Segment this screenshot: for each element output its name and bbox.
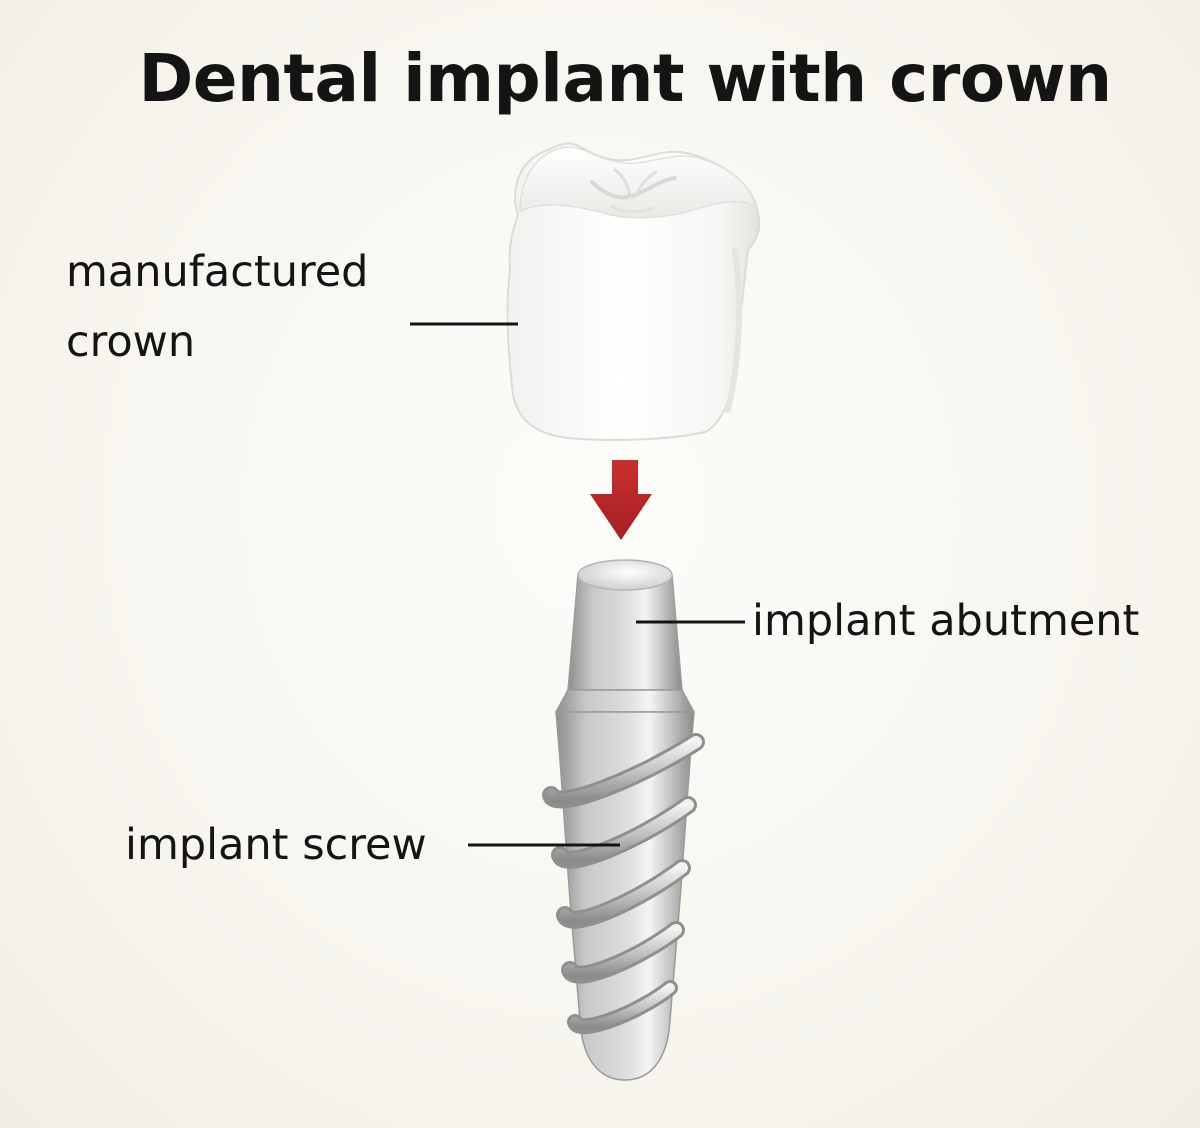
screw-thread	[542, 733, 705, 1035]
screw-shape	[542, 711, 705, 1081]
crown-label-line2: crown	[66, 317, 196, 367]
abutment-shape	[554, 559, 696, 713]
crown-label: manufactured crown	[66, 237, 368, 377]
screw-label: implant screw	[125, 820, 427, 870]
abutment-label: implant abutment	[752, 596, 1140, 646]
diagram-title: Dental implant with crown	[138, 40, 1112, 117]
crown-label-line1: manufactured	[66, 247, 369, 297]
crown-shape	[506, 142, 761, 441]
down-arrow-icon	[590, 460, 652, 540]
